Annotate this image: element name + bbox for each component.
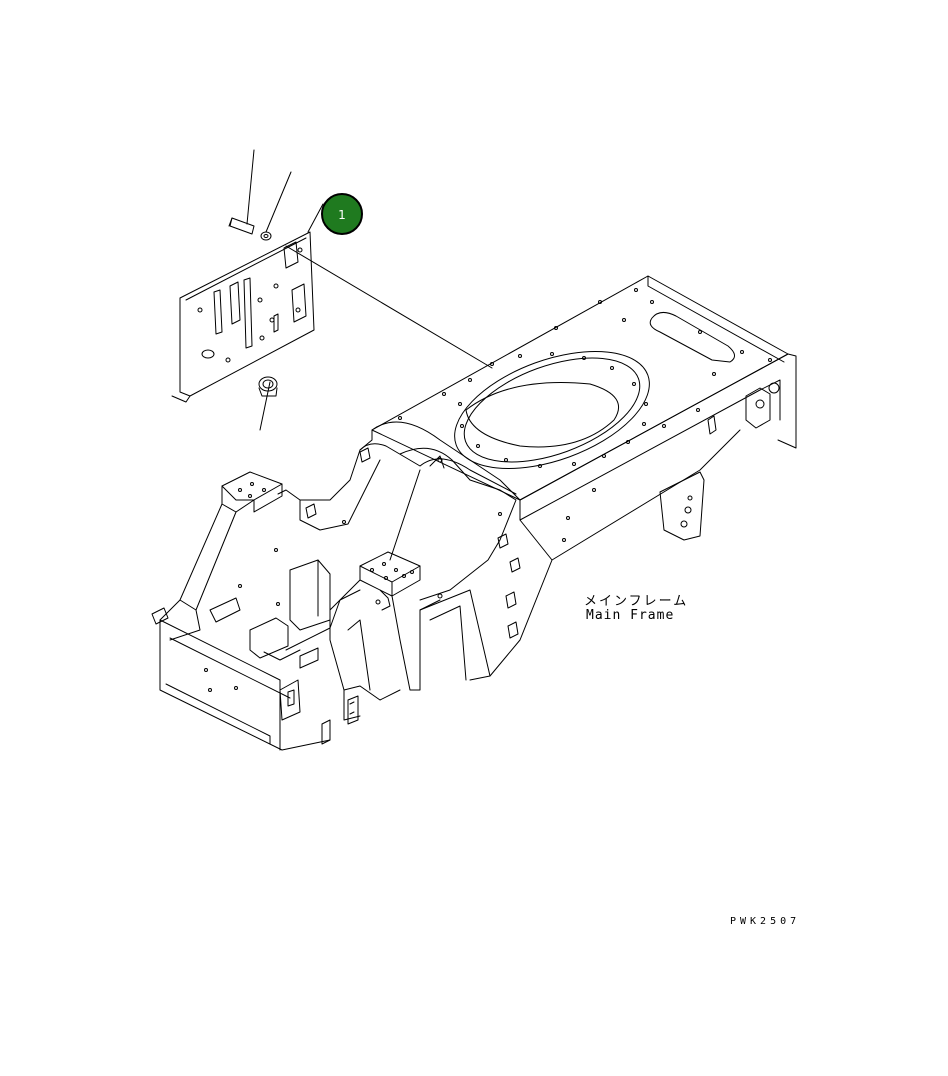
grommet-part bbox=[258, 376, 278, 397]
bolt-part bbox=[228, 217, 272, 241]
callout-1[interactable]: 1 bbox=[321, 193, 363, 235]
part-name-japanese: メインフレーム bbox=[584, 594, 689, 609]
ring-bolt-holes bbox=[458, 352, 648, 468]
main-frame bbox=[151, 275, 797, 751]
callout-1-circle[interactable] bbox=[321, 193, 363, 235]
leader-lines bbox=[246, 149, 493, 431]
callout-1-number: 1 bbox=[338, 208, 346, 222]
cover-plate bbox=[171, 231, 315, 403]
drawing-code: PWK2507 bbox=[730, 916, 801, 927]
part-name-english: Main Frame bbox=[586, 608, 675, 623]
